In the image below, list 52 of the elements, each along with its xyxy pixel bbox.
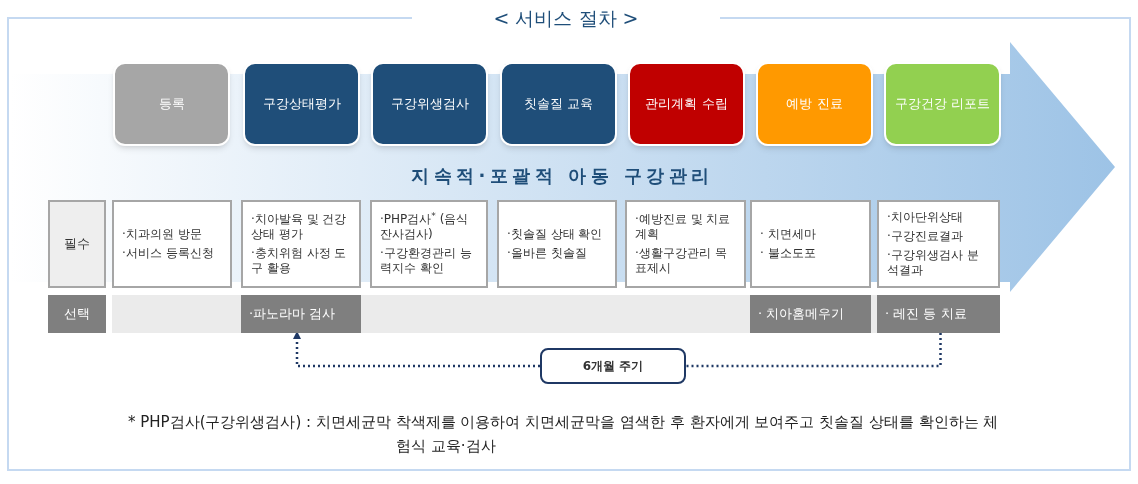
- table-cell: [497, 200, 617, 288]
- node-text: ·치아단위상태: [887, 210, 964, 225]
- table-cell: [370, 200, 488, 288]
- node-text: 칫솔질 교육: [522, 95, 595, 114]
- footnote: * PHP검사(구강위생검사) : 치면세균막 착색제를 이용하여 치면세균막을 염색한 후 환자에게 보여주고 칫솔질 상태를 확인하는 체험식 교육·검사: [128, 412, 1000, 457]
- table-cell: [750, 200, 871, 288]
- option-cell: [241, 295, 361, 333]
- node-text: 지속적·포괄적 아동 구강관리: [411, 164, 714, 188]
- row-header: [48, 295, 106, 333]
- option-cell: [877, 295, 1000, 333]
- node-text: ·PHP검사$^{*}$ (음식잔사검사): [380, 212, 470, 242]
- node-text: ·구강위생검사 분석결과: [887, 248, 980, 278]
- node-text: 예방 진료: [785, 95, 844, 114]
- table-cell: [625, 200, 746, 288]
- node-text: 등록: [157, 95, 186, 114]
- step-box: [243, 62, 360, 146]
- dotted-connector: [686, 333, 942, 368]
- node-text: 구강상태평가: [261, 95, 342, 114]
- node-text: ·생활구강관리 목표제시: [635, 246, 728, 276]
- node-text: · 레진 등 치료: [885, 305, 968, 324]
- step-box: [628, 62, 745, 146]
- node-text: ·치과의원 방문: [122, 227, 203, 242]
- node-text: ·서비스 등록신청: [122, 246, 215, 261]
- step-box: [371, 62, 488, 146]
- node-text: ·예방진료 및 치료계획: [635, 212, 732, 242]
- cycle-box: [540, 348, 686, 384]
- table-cell: [241, 200, 361, 288]
- node-text: 관리계획 수립: [644, 95, 729, 114]
- node-text: 선택: [63, 305, 91, 324]
- dotted-connector: [293, 331, 540, 368]
- node-text: ·칫솔질 상태 확인: [507, 227, 604, 242]
- node-text: 구강위생검사: [389, 95, 470, 114]
- step-box: [884, 62, 1001, 146]
- node-text: ·충치위험 사정 도구 활용: [251, 246, 348, 276]
- node-text: ·올바른 칫솔질: [507, 246, 588, 261]
- node-text: · 치아홈메우기: [758, 305, 846, 324]
- step-box: [500, 62, 617, 146]
- table-cell: [877, 200, 1000, 288]
- node-text: ·구강진료결과: [887, 229, 964, 244]
- node-text: ·파노라마 검사: [249, 305, 337, 324]
- node-text: 구강건강 리포트: [893, 95, 992, 114]
- node-text: 필수: [63, 235, 91, 254]
- table-cell: [112, 200, 232, 288]
- node-text: ·구강환경관리 능력지수 확인: [380, 246, 473, 276]
- step-box: [113, 62, 230, 146]
- node-text: ·치아발육 및 건강상태 평가: [251, 212, 348, 242]
- node-text: · 치면세마: [760, 227, 817, 242]
- node-text: 6개월 주기: [581, 358, 645, 375]
- row-header: [48, 200, 106, 288]
- step-box: [756, 62, 873, 146]
- option-cell: [750, 295, 871, 333]
- node-text: · 불소도포: [760, 246, 817, 261]
